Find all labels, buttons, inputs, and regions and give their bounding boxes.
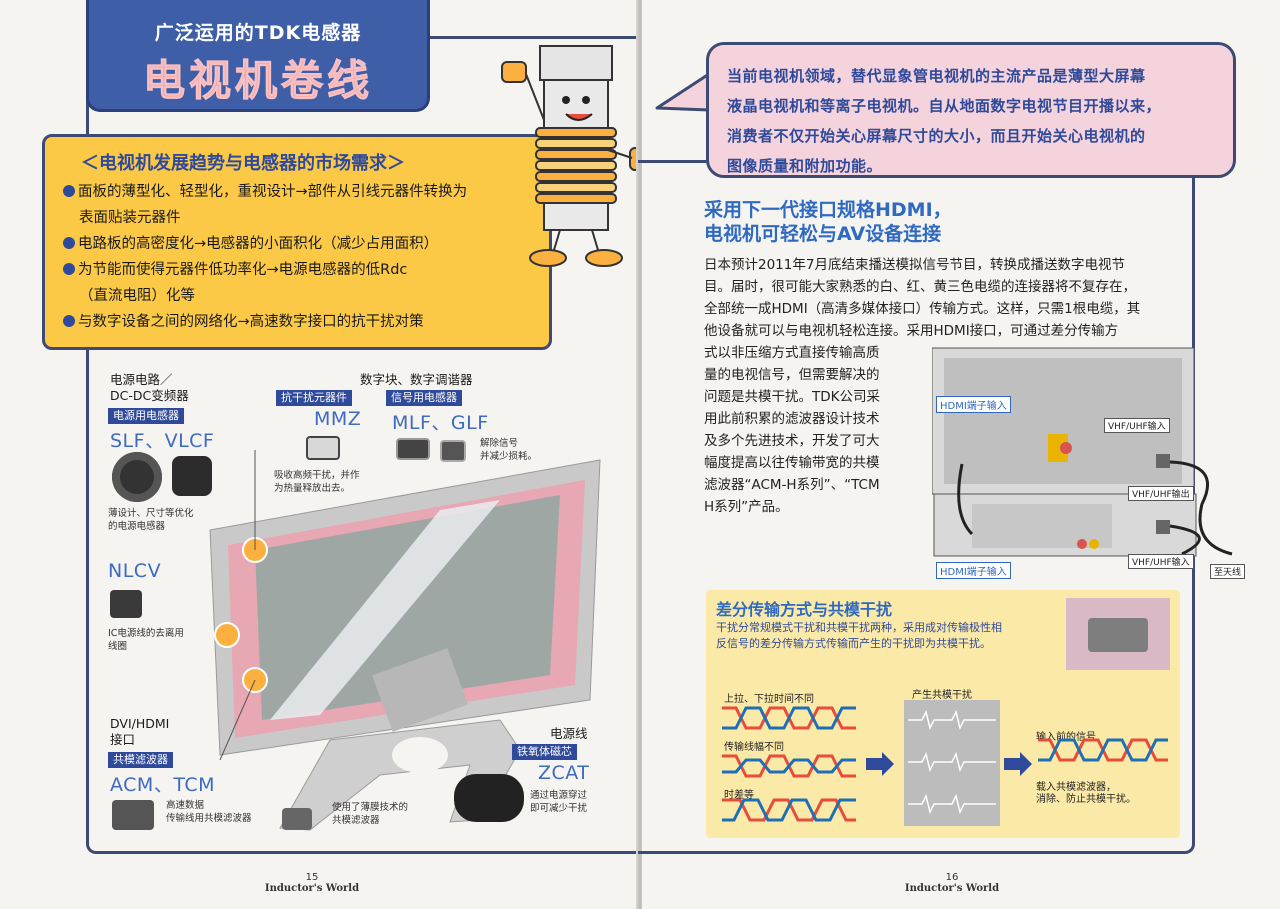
nlcv-note: IC电源线的去离用: [108, 628, 184, 639]
chip-icon: [440, 440, 466, 462]
power-line-note: 通过电源穿过: [530, 790, 588, 801]
vhf-input-label-2: VHF/UHF输入: [1128, 554, 1194, 569]
hdmi-body: 日本预计2011年7月底结束播送模拟信号节目，转换成播送数字电视节 目。届时，很…: [704, 257, 1141, 339]
digital-tag-1: 抗干扰元器件: [276, 390, 352, 406]
ferrite-core-icon: [454, 774, 524, 822]
hdmi-heading-2: 电视机可轻松与AV设备连接: [704, 223, 942, 245]
requirement-item: 电路板的高密度化→电感器的小面积化（减少占用面积）: [63, 231, 531, 257]
chip-icon: [112, 800, 154, 830]
page-number: 16: [945, 872, 959, 883]
brand-text: Inductor's World: [904, 883, 1000, 894]
digital-note-2b: 并减少损耗。: [480, 451, 538, 462]
bullet-icon: [63, 185, 75, 197]
brand-text: Inductor's World: [264, 883, 360, 894]
dvi-note-3: 使用了薄膜技术的: [332, 802, 409, 813]
hdmi-heading-1: 采用下一代接口规格HDMI，: [704, 199, 952, 221]
power-tag: 电源用电感器: [108, 408, 184, 424]
antenna-label: 至天线: [1210, 564, 1246, 579]
connection-diagram-graphic: [931, 347, 1233, 557]
wave-label: 时差等: [724, 790, 754, 801]
power-note: 薄设计、尺寸等优化: [108, 508, 194, 519]
power-part: SLF、VLCF: [110, 430, 215, 452]
right-footer: 16 Inductor's World: [892, 872, 1012, 894]
power-label-2: DC-DC变频器: [110, 388, 189, 403]
requirements-title: ＜电视机发展趋势与电感器的市场需求＞: [81, 153, 405, 174]
right-label: 输入前的信号: [1036, 732, 1096, 743]
bubble-line: 液晶电视机和等离子电视机。自从地面数字电视节目开播以来，: [727, 97, 1162, 115]
chip-icon: [396, 438, 430, 460]
bullet-icon: [63, 263, 75, 275]
requirement-item-cont: （直流电阻）化等: [79, 288, 195, 304]
differential-box: 差分传输方式与共模干扰 干扰分常规模式干扰和共模干扰两种，采用成对传输极性相 反…: [706, 590, 1180, 838]
dvi-note: 高速数据: [166, 800, 205, 811]
mid-label: 产生共模干扰: [912, 690, 972, 701]
bullet-icon: [63, 315, 75, 327]
hdmi-input-label-top: HDMI端子输入: [936, 396, 1011, 413]
hdmi-input-label-bottom: HDMI端子输入: [936, 562, 1011, 579]
dvi-note-2: 传输线用共模滤波器: [166, 813, 252, 824]
chip-icon: [1066, 598, 1170, 670]
requirement-item: 为节能而使得元器件低功率化→电源电感器的低Rdc: [63, 257, 531, 283]
vhf-output-label: VHF/UHF输出: [1128, 486, 1194, 501]
power-line-part: ZCAT: [538, 762, 590, 784]
page-number: 15: [305, 872, 319, 883]
digital-part-2: MLF、GLF: [392, 412, 489, 434]
chip-icon: [306, 436, 340, 460]
left-page: 广泛运用的TDK电感器 电视机卷线 ＜电视机发展趋势与电感器的市场需求＞ 面板的…: [0, 0, 649, 909]
digital-note-1b: 为热量释放出去。: [274, 483, 351, 494]
power-label: 电源电路／: [110, 372, 173, 387]
page-title: 电视机卷线: [142, 56, 373, 106]
nlcv-part: NLCV: [108, 560, 162, 582]
dvi-label-2: 接口: [110, 732, 136, 747]
dvi-part: ACM、TCM: [110, 774, 215, 796]
dvi-note-4: 共模滤波器: [332, 815, 380, 826]
requirements-box: ＜电视机发展趋势与电感器的市场需求＞ 面板的薄型化、轻型化，重视设计→部件从引线…: [42, 134, 552, 350]
requirement-item-cont: 表面贴装元器件: [79, 210, 181, 226]
wave-label: 上拉、下拉时间不同: [724, 694, 814, 705]
title-subtitle: 广泛运用的TDK电感器: [154, 22, 362, 44]
power-line-note-2: 即可减少干扰: [530, 803, 588, 814]
bubble-line: 消费者不仅开始关心屏幕尺寸的大小，而且开始关心电视机的: [727, 127, 1146, 145]
book-spine: [636, 0, 644, 909]
power-note-2: 的电源电感器: [108, 521, 166, 532]
inductor-icon: [112, 452, 162, 502]
dvi-tag: 共模滤波器: [108, 752, 173, 768]
digital-tag-2: 信号用电感器: [386, 390, 462, 406]
bubble-line: 图像质量和附加功能。: [727, 157, 883, 175]
chip-icon: [282, 808, 312, 830]
wave-label: 传输线幅不同: [724, 742, 784, 753]
requirement-item: 与数字设备之间的网络化→高速数字接口的抗干扰对策: [63, 309, 531, 335]
digital-label: 数字块、数字调谐器: [360, 372, 473, 387]
digital-note-2: 解除信号: [480, 438, 519, 449]
title-box: 广泛运用的TDK电感器 电视机卷线: [86, 0, 430, 112]
waveform-diagram: [722, 700, 1168, 826]
tv-illustration: [209, 450, 601, 831]
connection-diagram: HDMI端子输入 HDMI端子输入 VHF/UHF输入 VHF/UHF输出 VH…: [931, 344, 1257, 580]
digital-note-1: 吸收高频干扰，并作: [274, 470, 360, 481]
vhf-input-label: VHF/UHF输入: [1104, 418, 1170, 433]
inductor-icon: [172, 456, 212, 496]
bubble-line: 当前电视机领域，替代显象管电视机的主流产品是薄型大屏幕: [727, 67, 1146, 85]
diff-heading: 差分传输方式与共模干扰: [716, 600, 893, 619]
power-line-label: 电源线: [550, 726, 588, 741]
requirement-item: 面板的薄型化、轻型化，重视设计→部件从引线元器件转换为: [63, 179, 531, 205]
nlcv-note-2: 线圈: [108, 641, 128, 652]
diff-text: 干扰分常规模式干扰和共模干扰两种，采用成对传输极性相 反信号的差分传输方式传输而…: [716, 621, 1002, 650]
digital-part-1: MMZ: [314, 408, 362, 430]
intro-speech-bubble: 当前电视机领域，替代显象管电视机的主流产品是薄型大屏幕 液晶电视机和等离子电视机…: [706, 42, 1236, 178]
right-note: 载入共模滤波器，: [1036, 782, 1116, 793]
hdmi-body-narrow: 式以非压缩方式直接传输高质 量的电视信号，但需要解决的 问题是共模干扰。TDK公…: [704, 345, 880, 515]
right-note-2: 消除、防止共模干扰。: [1036, 794, 1136, 805]
power-line-tag: 铁氧体磁芯: [512, 744, 577, 760]
left-footer: 15 Inductor's World: [252, 872, 372, 894]
mascot-illustration: [501, 45, 655, 267]
dvi-label: DVI/HDMI: [110, 716, 170, 731]
chip-icon: [110, 590, 142, 618]
bullet-icon: [63, 237, 75, 249]
